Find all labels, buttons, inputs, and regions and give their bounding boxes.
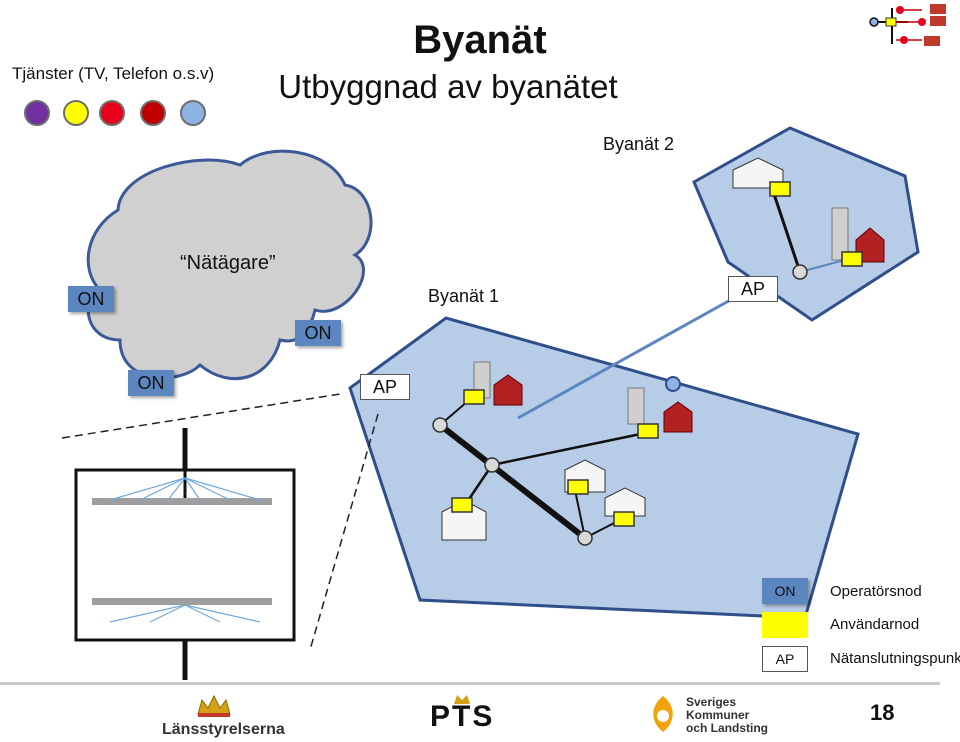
house-icon-3 — [604, 487, 646, 517]
page-subtitle: Utbyggnad av byanätet — [278, 68, 618, 105]
farm-icon-2 — [627, 387, 693, 433]
owner-label: “Nätägare” — [180, 252, 276, 274]
service-dot-darkred — [140, 100, 166, 126]
service-dot-lightblue — [180, 100, 206, 126]
skl-flame-icon — [653, 696, 673, 732]
village1-label: Byanät 1 — [428, 286, 500, 306]
pts-crown-icon — [454, 695, 470, 704]
operator-node-1: ON — [68, 286, 114, 312]
farm-icon-1 — [473, 361, 523, 406]
footer-divider — [0, 682, 940, 685]
service-dot-red — [99, 100, 125, 126]
user-node — [463, 389, 485, 405]
user-node — [613, 511, 635, 527]
crown-icon — [197, 694, 231, 717]
pts-logo: PTS — [430, 700, 495, 733]
user-node — [769, 181, 791, 197]
user-node — [451, 497, 473, 513]
services-label: Tjänster (TV, Telefon o.s.v) — [12, 64, 215, 83]
page-number: 18 — [870, 700, 895, 725]
lansstyrelserna-logo: Länsstyrelserna — [162, 694, 285, 739]
legend-user-box — [762, 612, 808, 638]
legend-ap-text: Nätanslutningspunkt — [830, 650, 960, 667]
village2-label: Byanät 2 — [603, 134, 675, 154]
network-mini-icon — [869, 4, 946, 46]
legend-on-text: Operatörsnod — [830, 583, 922, 600]
operator-node-2: ON — [295, 320, 341, 346]
legend-on-box: ON — [762, 578, 808, 604]
farm-icon-3 — [831, 207, 885, 263]
access-point-village2: AP — [728, 276, 778, 302]
user-node — [637, 423, 659, 439]
legend-ap-box: AP — [762, 646, 808, 672]
service-dot-purple — [24, 100, 50, 126]
operator-node-3: ON — [128, 370, 174, 396]
legend-user-text: Användarnod — [830, 616, 920, 633]
service-dot-yellow — [63, 100, 89, 126]
user-node — [567, 479, 589, 495]
page-title: Byanät — [413, 18, 547, 62]
access-point-village1: AP — [360, 374, 410, 400]
house-icon-1 — [732, 157, 784, 189]
user-node — [841, 251, 863, 267]
village1-area — [348, 316, 860, 620]
